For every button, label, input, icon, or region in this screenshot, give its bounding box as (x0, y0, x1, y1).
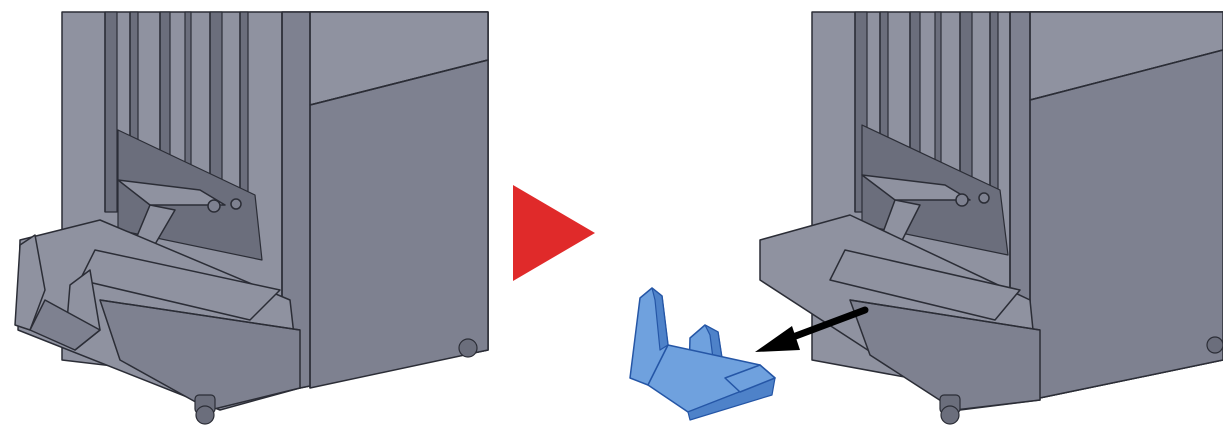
finisher-after-panel (760, 12, 1223, 424)
right-triangle-arrow-icon (513, 185, 595, 281)
removed-paper-stopper (630, 288, 775, 420)
finisher-before-panel (15, 12, 488, 424)
